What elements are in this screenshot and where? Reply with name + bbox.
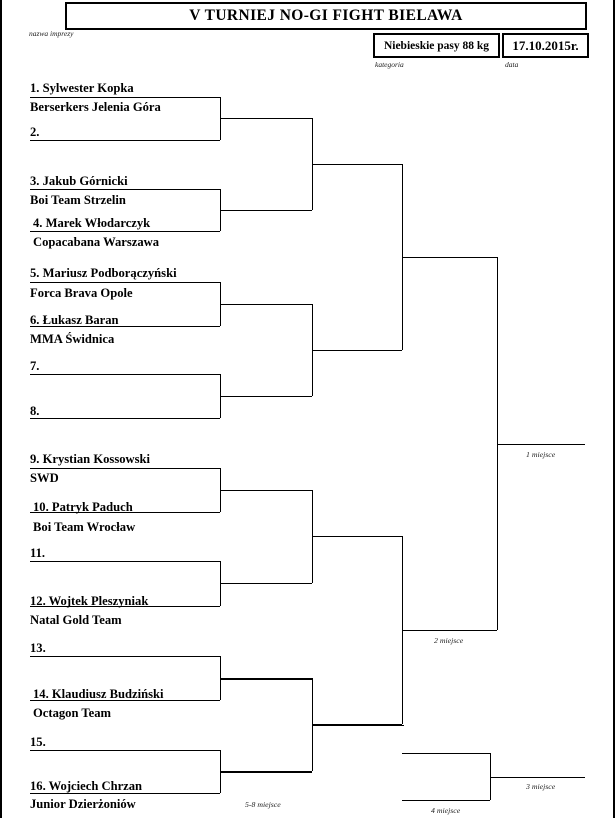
- p58-arm-a: [220, 679, 312, 680]
- p34-arm-bottom: [402, 800, 490, 801]
- seed-line-16: [30, 793, 220, 794]
- p34-output-line: [490, 777, 585, 778]
- competitor-name-1: 1. Sylwester Kopka: [30, 81, 134, 95]
- competitor-team-4: Copacabana Warszawa: [33, 235, 160, 249]
- r3-arm-2b: [312, 724, 402, 725]
- competitor-name-9: 9. Krystian Kossowski: [30, 452, 151, 466]
- r2-arm-1a: [220, 118, 312, 119]
- title-caption: nazwa imprezy: [29, 29, 74, 38]
- competitor-name-10: 10. Patryk Paduch: [33, 500, 133, 514]
- seed-line-13: [30, 656, 220, 657]
- category-box: Niebieskie pasy 88 kg: [373, 33, 500, 58]
- seed-line-4: [30, 231, 220, 232]
- r3-arm-1b: [312, 350, 402, 351]
- seed-line-10: [30, 512, 220, 513]
- r2-arm-3a: [220, 490, 312, 491]
- competitor-name-7: 7.: [30, 359, 40, 373]
- competitor-team-10: Boi Team Wrocław: [33, 520, 136, 534]
- seed-line-2: [30, 140, 220, 141]
- competitor-name-3: 3. Jakub Górnicki: [30, 174, 128, 188]
- final-connector: [497, 257, 498, 630]
- final-arm-top: [402, 257, 497, 258]
- competitor-team-6: MMA Świdnica: [30, 332, 115, 346]
- competitor-name-8: 8.: [30, 404, 40, 418]
- seed-line-14: [30, 700, 220, 701]
- date-box: 17.10.2015r.: [502, 33, 589, 58]
- competitor-team-16: Junior Dzierżoniów: [30, 797, 136, 811]
- r2-arm-2b: [220, 396, 312, 397]
- competitor-team-1: Berserkers Jelenia Góra: [30, 100, 161, 114]
- competitor-name-12: 12. Wojtek Pleszyniak: [30, 594, 149, 608]
- r2-arm-4a: [220, 678, 312, 679]
- date-value: 17.10.2015r.: [512, 37, 579, 53]
- final-arm-bottom: [402, 630, 497, 631]
- seed-line-8: [30, 418, 220, 419]
- seed-line-6: [30, 326, 220, 327]
- p58-output-line: [312, 725, 404, 726]
- competitor-team-3: Boi Team Strzelin: [30, 193, 126, 207]
- competitor-name-4: 4. Marek Włodarczyk: [33, 216, 151, 230]
- seed-line-7: [30, 374, 220, 375]
- competitor-name-15: 15.: [30, 735, 46, 749]
- seed-line-15: [30, 750, 220, 751]
- competitor-name-2: 2.: [30, 125, 40, 139]
- placement-second: 2 miejsce: [434, 636, 464, 645]
- r3-arm-2a: [312, 536, 402, 537]
- category-caption: kategoria: [375, 60, 404, 69]
- placement-fourth: 4 miejsce: [431, 806, 461, 815]
- page-title: V TURNIEJ NO-GI FIGHT BIELAWA: [189, 7, 463, 24]
- competitor-team-9: SWD: [30, 471, 59, 485]
- r2-arm-4b: [220, 771, 312, 772]
- p34-arm-top: [402, 753, 490, 754]
- competitor-team-5: Forca Brava Opole: [30, 286, 133, 300]
- competitor-name-14: 14. Klaudiusz Budziński: [33, 687, 164, 701]
- tournament-title-box: V TURNIEJ NO-GI FIGHT BIELAWA: [65, 2, 587, 30]
- competitor-name-13: 13.: [30, 641, 46, 655]
- date-caption: data: [505, 60, 519, 69]
- competitor-team-14: Octagon Team: [33, 706, 112, 720]
- seed-line-9: [30, 468, 220, 469]
- competitor-name-16: 16. Wojciech Chrzan: [30, 779, 143, 793]
- p58-arm-b: [220, 772, 312, 773]
- champion-line: [497, 444, 585, 445]
- competitor-name-6: 6. Łukasz Baran: [30, 313, 119, 327]
- placement-third: 3 miejsce: [526, 782, 556, 791]
- p34-connector: [490, 753, 491, 800]
- seed-line-11: [30, 561, 220, 562]
- r2-arm-1b: [220, 210, 312, 211]
- seed-line-12: [30, 606, 220, 607]
- seed-line-1: [30, 97, 220, 98]
- r2-arm-3b: [220, 583, 312, 584]
- competitor-name-11: 11.: [30, 546, 46, 560]
- placement-first: 1 miejsce: [526, 450, 556, 459]
- competitor-name-5: 5. Mariusz Podborączyński: [30, 266, 177, 280]
- r3-arm-1a: [312, 164, 402, 165]
- r2-arm-2a: [220, 304, 312, 305]
- seed-line-3: [30, 189, 220, 190]
- placement-fifth-eighth: 5-8 miejsce: [245, 800, 281, 809]
- category-value: Niebieskie pasy 88 kg: [383, 39, 490, 52]
- competitor-team-12: Natal Gold Team: [30, 613, 122, 627]
- seed-line-5: [30, 282, 220, 283]
